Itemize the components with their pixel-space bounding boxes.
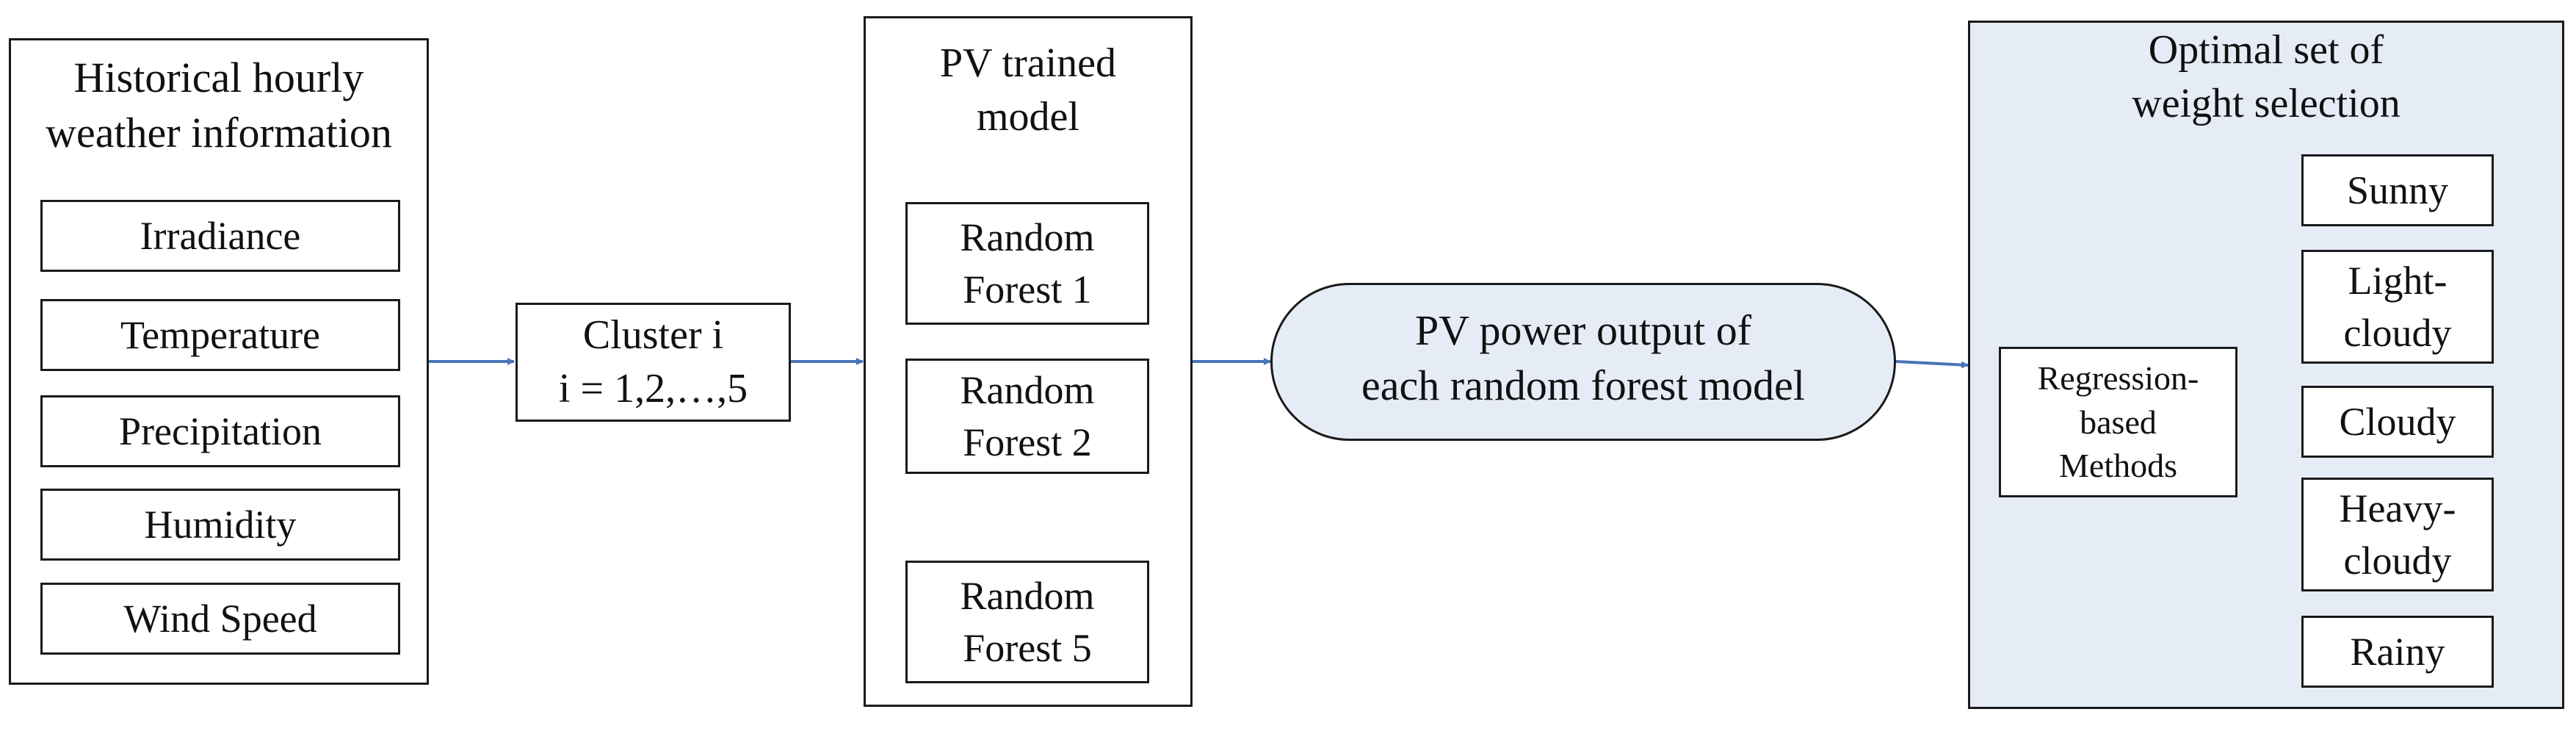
random-forest-1: Random Forest 1 [905,202,1149,325]
weight-selection-title: Optimal set of weight selection [2132,27,2400,126]
category-sunny: Sunny [2301,154,2494,226]
cluster-box [515,303,791,422]
random-forest-2: Random Forest 2 [905,359,1149,474]
weather-item-humidity: Humidity [40,489,400,561]
category-light-cloudy: Light- cloudy [2301,250,2494,364]
arrow-output-to-selection [1895,360,1969,369]
random-forest-5: Random Forest 5 [905,561,1149,683]
regression-methods-box: Regression- based Methods [1999,347,2237,497]
model-title: PV trained model [939,40,1117,140]
cluster-label: Cluster i i = 1,2,…,5 [558,312,748,411]
weather-title: Historical hourly weather information [46,54,392,157]
category-rainy: Rainy [2301,616,2494,688]
pv-power-output-box [1270,283,1896,441]
weather-item-temperature: Temperature [40,299,400,371]
category-cloudy: Cloudy [2301,386,2494,458]
weather-item-wind-speed: Wind Speed [40,583,400,655]
weather-item-precipitation: Precipitation [40,395,400,467]
weather-item-irradiance: Irradiance [40,200,400,272]
pv-power-output-label: PV power output of each random forest mo… [1361,306,1805,410]
category-heavy-cloudy: Heavy- cloudy [2301,478,2494,591]
